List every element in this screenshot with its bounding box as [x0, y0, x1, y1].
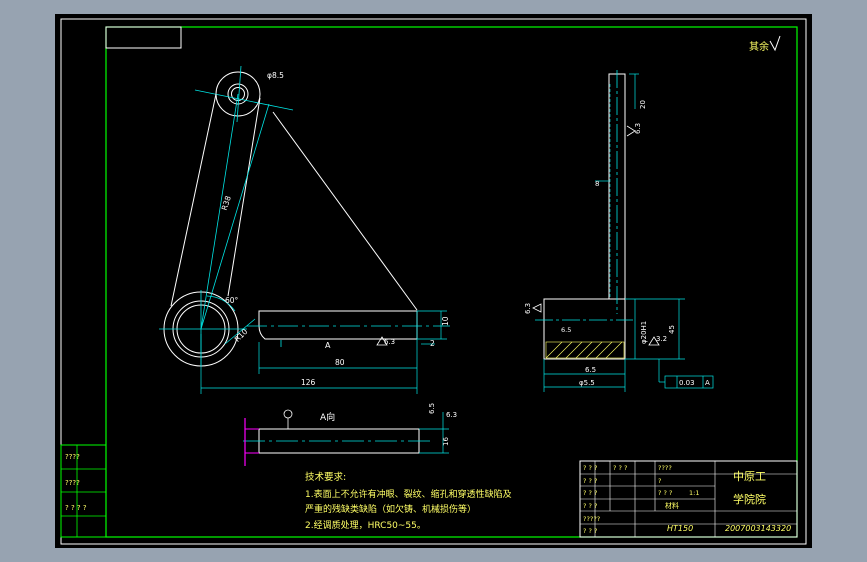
- material-value: HT150: [667, 524, 693, 533]
- tb-cell-c: ????: [658, 464, 672, 472]
- dim-angle: 60°: [225, 296, 239, 305]
- title-block: ? ? ? ? ? ? ???? ? ? ? ? ? ? ? ? ? ? 1:1…: [579, 460, 798, 538]
- side-dim-6-3b: 6.3: [524, 303, 532, 314]
- arm-centerline-2: [200, 103, 270, 330]
- side-rough-symbol-2: [532, 303, 542, 313]
- a-view-label: A向: [320, 411, 335, 423]
- side-dim-small: 6.5: [561, 326, 571, 334]
- tb-cell-i: ?????: [583, 515, 600, 523]
- a-view-datum-circle: [283, 409, 293, 419]
- tech-line-1: 1.表面上不允许有冲眼、裂纹、缩孔和穿透性缺陷及: [305, 488, 512, 500]
- tech-line-3: 2.经调质处理，HRC50~55。: [305, 519, 426, 531]
- tech-title: 技术要求:: [305, 471, 346, 483]
- inner-border: [105, 26, 798, 538]
- horizontal-bar: [258, 310, 418, 340]
- side-dim-8: 8: [595, 180, 599, 188]
- side-view: 20 6.3 8 φ20H1 6.3 3.2 45 6.5 φ5.5 0.03 …: [524, 70, 714, 392]
- tb-cell-j: ? ? ?: [583, 527, 597, 535]
- tech-requirements: 技术要求: 1.表面上不允许有冲眼、裂纹、缩孔和穿透性缺陷及 严重的残缺类缺陷（…: [305, 471, 512, 531]
- dim-boss-r: R10: [233, 327, 250, 344]
- tb-cell-d: ? ? ?: [583, 477, 597, 485]
- arm-centerline: [200, 93, 239, 330]
- roughness-note: 其余: [749, 40, 769, 53]
- centerline-top-2: [236, 65, 242, 123]
- rib-edge: [272, 111, 418, 311]
- main-roughness-symbol: [376, 336, 388, 346]
- a-view-rough: 6.3: [446, 411, 457, 419]
- outer-frame: [60, 18, 807, 545]
- tb-cell-h: ? ? ?: [583, 502, 597, 510]
- dim-80: 80: [335, 358, 345, 367]
- tb-cell-a: ? ? ?: [583, 464, 597, 472]
- side-dims: [543, 73, 714, 392]
- tb-cell-f: ? ? ?: [583, 489, 597, 497]
- a-view: A向 6.5 16 6.3: [243, 403, 457, 466]
- arm-right-edge: [227, 97, 261, 297]
- a-view-dim-6-5: 6.5: [428, 403, 436, 414]
- dim-length-r: R38: [220, 194, 233, 211]
- dim-hole-dia: φ8.5: [267, 71, 284, 80]
- drawing-viewport[interactable]: 其余: [55, 14, 812, 548]
- cad-drawing: 其余: [60, 18, 807, 545]
- a-view-dim-16: 16: [442, 437, 450, 446]
- main-roughness-label: 6.3: [384, 338, 395, 346]
- dim-2: 2: [430, 339, 435, 348]
- side-base: [543, 298, 626, 360]
- tb-cell-e: ?: [658, 477, 661, 485]
- left-table: ???? ???? ? ? ? ?: [60, 444, 107, 538]
- left-table-row-1: ????: [65, 453, 80, 461]
- school-name-2: 学院院: [733, 492, 766, 506]
- side-dim-6-5: 6.5: [585, 366, 596, 374]
- tb-cell-b: ? ? ?: [613, 464, 627, 472]
- main-view: φ8.5 R38 60° R10 10 2 80 126 6.3 A: [159, 65, 450, 394]
- side-rough-symbol-1: [626, 125, 636, 137]
- view-arrow-a: A: [325, 341, 331, 350]
- tb-cell-g: ? ? ?: [658, 489, 672, 497]
- arm-left-edge: [170, 93, 217, 307]
- dim-thick-10: 10: [441, 316, 450, 326]
- centerline-top-1: [194, 89, 294, 111]
- top-hole-b: [231, 87, 245, 101]
- corner-box: [105, 26, 182, 49]
- drawing-number: 2007003143320: [725, 524, 791, 533]
- tolerance-datum: A: [705, 379, 710, 387]
- tech-line-2: 严重的残缺类缺陷（如欠铸、机械损伤等）: [305, 503, 476, 515]
- main-dimensions: [200, 295, 447, 394]
- tb-material-label: 材料: [665, 501, 679, 510]
- side-dim-20: 20: [639, 100, 647, 109]
- side-dim-3-2: 3.2: [656, 335, 667, 343]
- side-rough-symbol-3: [648, 336, 660, 346]
- side-dim-dia55: φ5.5: [579, 379, 595, 387]
- side-dim-6-3: 6.3: [634, 123, 642, 134]
- roughness-symbol: [769, 35, 781, 52]
- side-dim-45: 45: [668, 325, 676, 334]
- left-table-row-3: ? ? ? ?: [65, 504, 87, 512]
- a-view-dims: [419, 412, 449, 454]
- dim-126: 126: [301, 378, 316, 387]
- left-table-row-2: ????: [65, 479, 80, 487]
- tolerance-value: 0.03: [679, 379, 695, 387]
- side-dim-bore: φ20H1: [640, 321, 648, 344]
- school-name-1: 中原工: [733, 470, 766, 483]
- side-hatch: [545, 341, 625, 359]
- tb-scale: 1:1: [689, 489, 699, 497]
